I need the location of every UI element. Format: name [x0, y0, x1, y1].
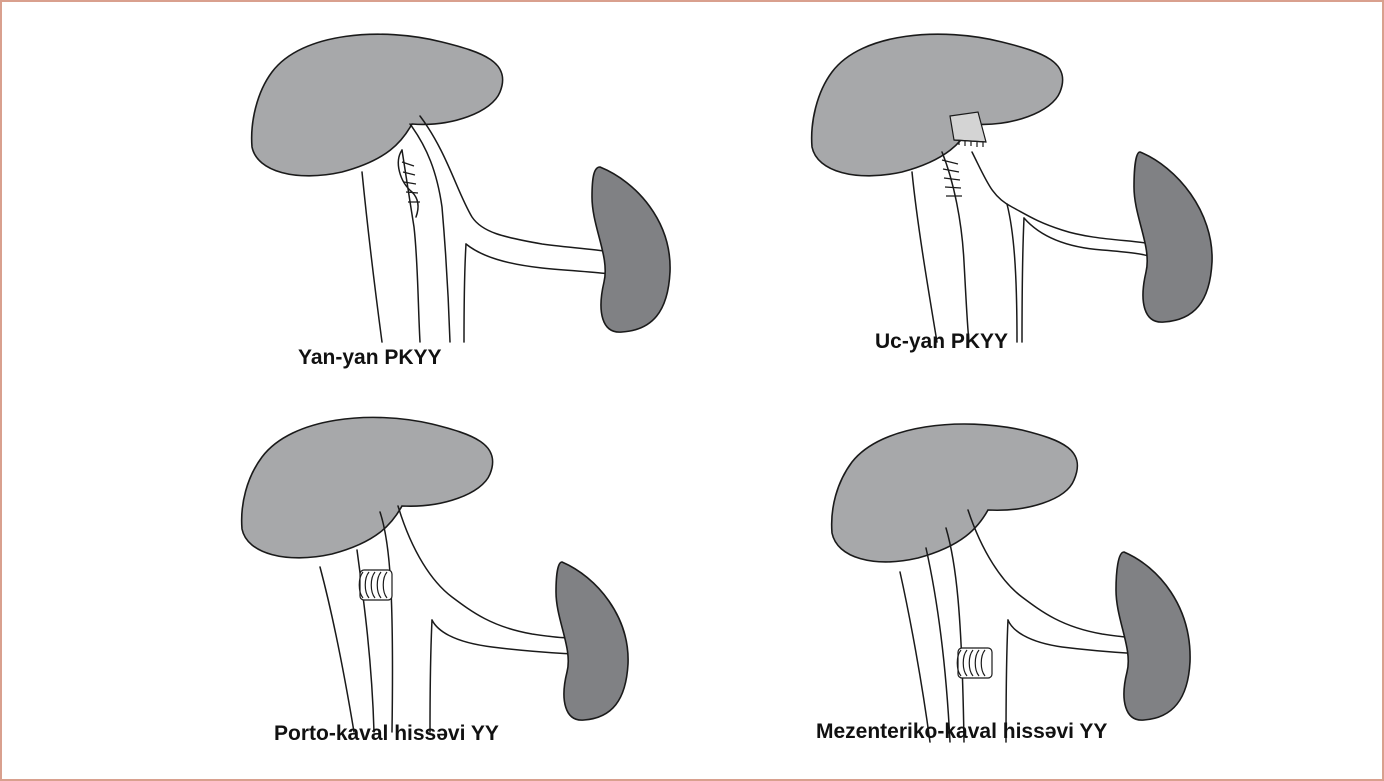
side-to-side-shunt-diagram [242, 12, 682, 342]
end-to-side-shunt-diagram [802, 12, 1242, 342]
spleen [592, 167, 670, 332]
liver [242, 417, 493, 557]
portal-vein-right-wall [420, 116, 609, 252]
liver [812, 34, 1063, 176]
portal-vein-left-wall [380, 512, 393, 732]
smv-left-wall [464, 244, 466, 342]
anastomosis-suture [942, 160, 962, 196]
smv-left-wall [430, 620, 432, 732]
smv-right-wall [1022, 218, 1024, 342]
mesocaval-graft [957, 648, 992, 678]
ivc-right-wall [942, 152, 969, 342]
ivc-left-wall [362, 172, 382, 342]
ivc-left-wall [912, 172, 937, 342]
splenic-vein-lower-wall [1024, 218, 1154, 258]
ivc-left-wall [900, 572, 930, 742]
caption-portocaval-graft: Porto-kaval hissəvi YY [274, 722, 499, 746]
ivc-right-wall [402, 150, 420, 342]
spleen [1134, 152, 1212, 322]
liver [252, 34, 503, 176]
portocaval-graft [359, 570, 392, 600]
spleen [556, 562, 628, 720]
mesocaval-graft-diagram [822, 412, 1262, 742]
liver [832, 424, 1078, 562]
caption-side-to-side: Yan-yan PKYY [298, 346, 442, 370]
portocaval-graft-diagram [232, 402, 672, 732]
panel-end-to-side: Uc-yan PKYY [802, 12, 1242, 382]
portal-vein-right-wall [972, 152, 1152, 244]
spleen [1116, 552, 1190, 720]
smv-left-wall [1007, 204, 1017, 342]
caption-end-to-side: Uc-yan PKYY [875, 330, 1008, 354]
panel-portocaval-graft: Porto-kaval hissəvi YY [232, 402, 672, 772]
portal-vein-right-wall [398, 506, 572, 638]
ivc-right-wall [926, 548, 950, 742]
ivc-left-wall [320, 567, 354, 732]
caption-mesocaval-graft: Mezenteriko-kaval hissəvi YY [816, 720, 1107, 744]
panel-mesocaval-graft: Mezenteriko-kaval hissəvi YY [822, 412, 1262, 772]
panel-side-to-side: Yan-yan PKYY [242, 12, 682, 382]
